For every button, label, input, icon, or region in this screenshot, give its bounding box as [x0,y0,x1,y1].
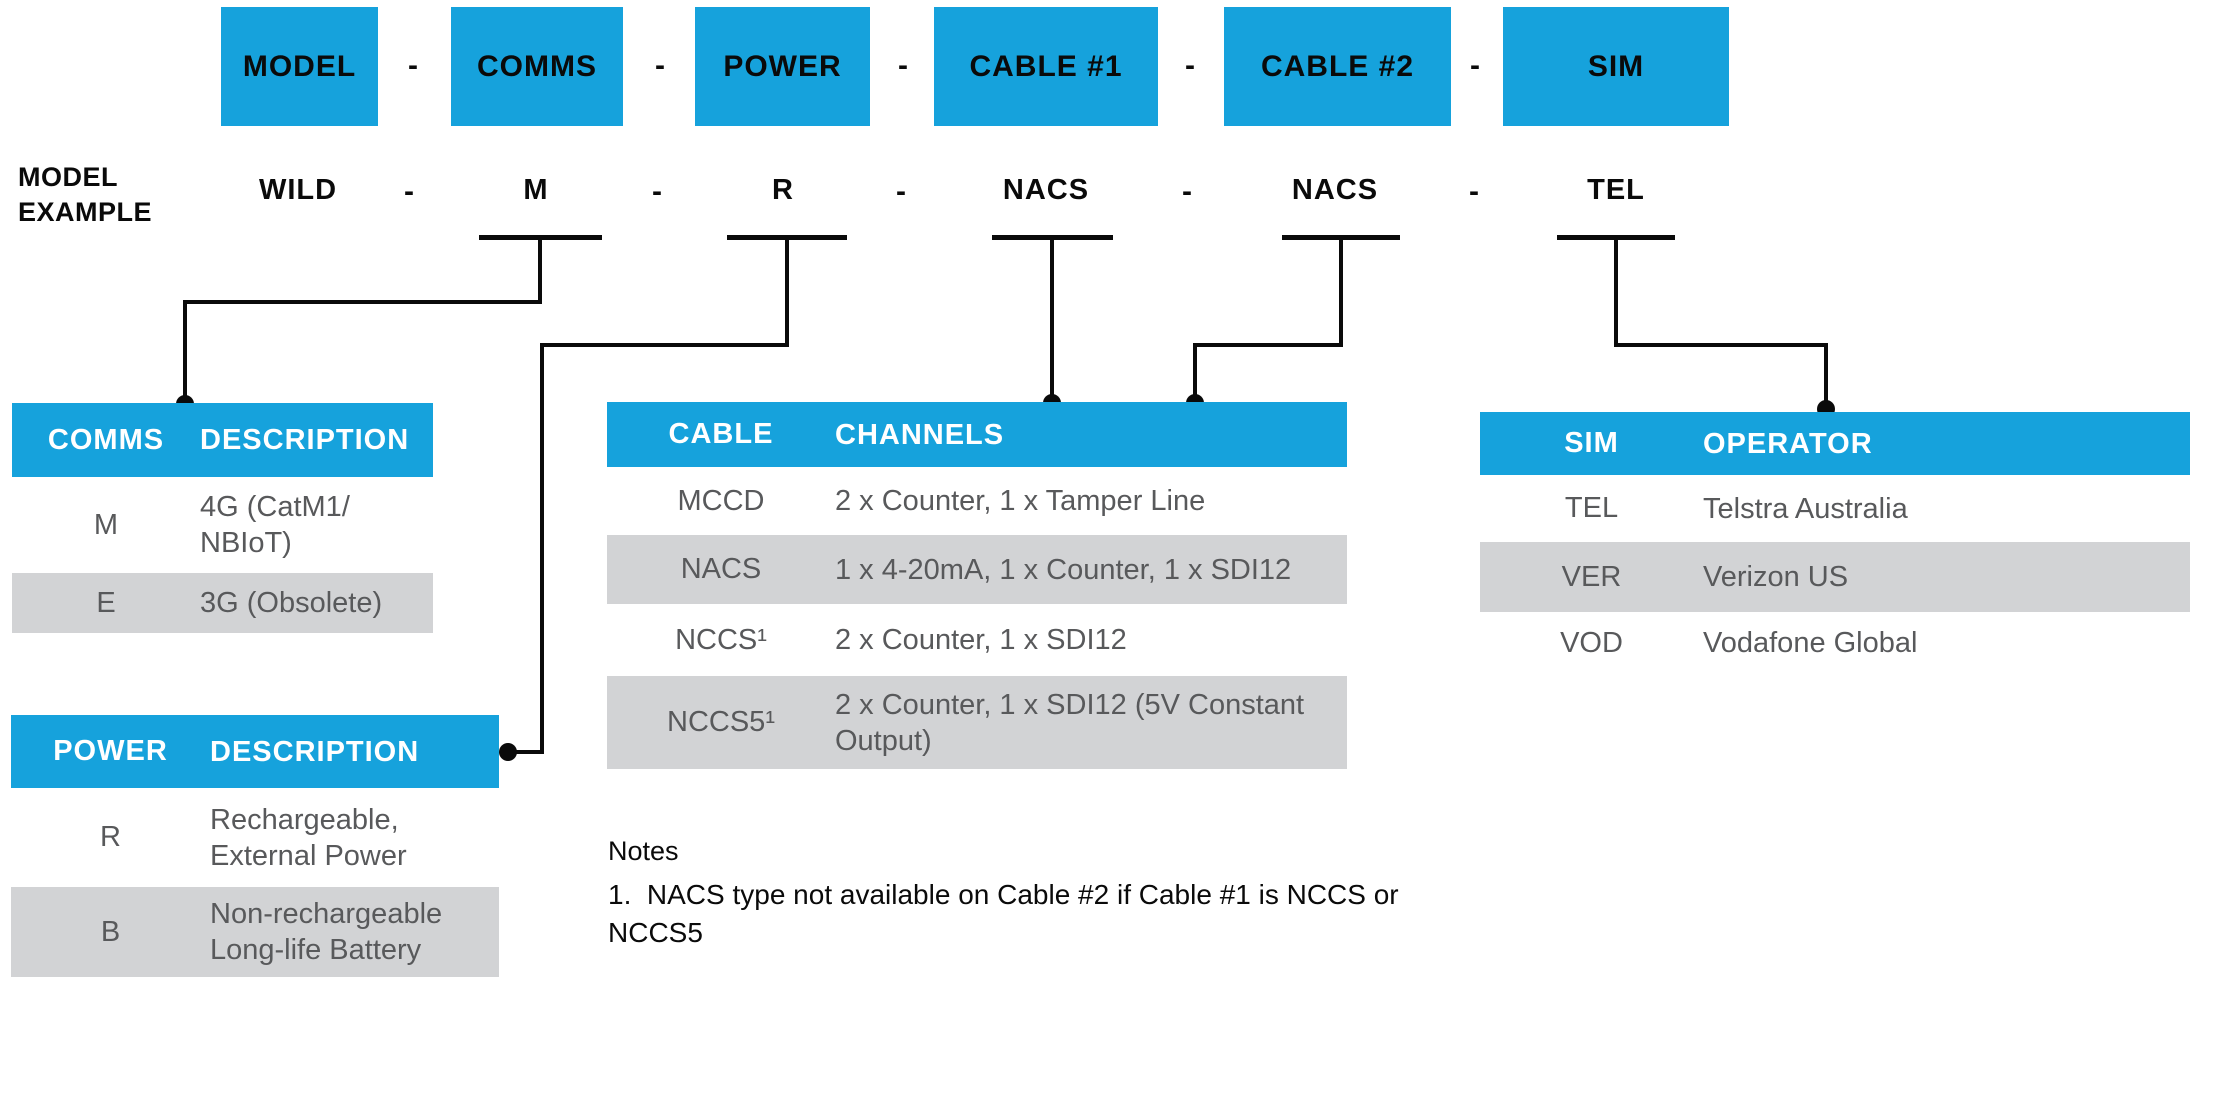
notes-item: 1. NACS type not available on Cable #2 i… [608,879,1399,948]
table-row: NACS 1 x 4-20mA, 1 x Counter, 1 x SDI12 [607,535,1347,604]
example-separator: - [896,175,906,208]
example-value-model: WILD [258,173,338,206]
title-separator: - [898,49,908,82]
title-box-sim: SIM [1503,7,1729,126]
cable-row-desc: 1 x 4-20mA, 1 x Counter, 1 x SDI12 [835,553,1292,586]
connector-power-line [785,237,789,347]
power-header-desc: DESCRIPTION [210,735,420,768]
example-value-comms: M [523,173,549,206]
table-row: B Non-rechargeable Long-life Battery [11,887,499,977]
cable-table: CABLE CHANNELS MCCD 2 x Counter, 1 x Tam… [607,402,1347,769]
cable-row-key: NCCS5¹ [667,706,775,738]
cable-row-desc: 2 x Counter, 1 x SDI12 [835,624,1127,656]
table-row: E 3G (Obsolete) [12,573,433,633]
table-row: MCCD 2 x Counter, 1 x Tamper Line [607,467,1347,535]
comms-row-desc: 4G (CatM1/ NBIoT) [200,491,350,559]
comms-table: COMMS DESCRIPTION M 4G (CatM1/ NBIoT) E … [12,403,433,633]
power-table-header: POWER DESCRIPTION [11,715,499,788]
cable-row-desc: 2 x Counter, 1 x SDI12 (5V Constant Outp… [835,688,1305,757]
power-row-key: R [100,821,121,853]
title-box-sim-label: SIM [1587,49,1645,83]
example-value-cable1: NACS [1002,173,1090,206]
power-header-key: POWER [53,735,168,767]
example-separator: - [652,175,662,208]
sim-row-key: VER [1561,560,1622,593]
connector-comms-line [183,300,542,304]
comms-table-header: COMMS DESCRIPTION [12,403,433,477]
model-example-label: MODEL EXAMPLE [18,162,153,227]
title-separator: - [655,49,665,82]
comms-row-key: M [93,508,119,541]
sim-header-key: SIM [1564,427,1619,459]
table-row: R Rechargeable, External Power [11,788,499,887]
cable-header-desc: CHANNELS [835,418,1005,451]
sim-row-desc: Telstra Australia [1703,492,1908,525]
title-box-power-label: POWER [723,49,842,83]
sim-row-key: VOD [1560,626,1623,659]
title-box-comms-label: COMMS [477,49,597,83]
table-row: VER Verizon US [1480,542,2190,612]
connector-cable2-line [1339,237,1343,347]
sim-row-desc: Vodafone Global [1703,627,1918,659]
cable-table-header: CABLE CHANNELS [607,402,1347,467]
connector-comms-line [183,300,187,404]
example-separator: - [404,175,414,208]
power-row-desc: Rechargeable, External Power [210,803,407,872]
sim-table: SIM OPERATOR TEL Telstra Australia VER V… [1480,412,2190,674]
table-row: VOD Vodafone Global [1480,612,2190,674]
cable-header-key: CABLE [668,418,774,450]
cable-row-desc: 2 x Counter, 1 x Tamper Line [835,485,1206,517]
title-separator: - [408,49,418,82]
comms-row-key: E [96,586,116,619]
example-separator: - [1469,175,1479,208]
table-row: NCCS5¹ 2 x Counter, 1 x SDI12 (5V Consta… [607,676,1347,769]
cable-row-key: NACS [680,553,762,585]
connector-sim-line [1824,343,1828,411]
table-row: TEL Telstra Australia [1480,475,2190,542]
sim-row-desc: Verizon US [1703,561,1849,593]
cable-row-key: NCCS¹ [675,623,767,656]
title-box-comms: COMMS [451,7,623,126]
sim-table-header: SIM OPERATOR [1480,412,2190,475]
title-separator: - [1470,49,1480,82]
connector-comms-line [538,237,542,304]
title-box-power: POWER [695,7,870,126]
example-value-cable2: NACS [1291,173,1379,206]
example-value-sim: TEL [1587,173,1645,206]
connector-cable2-line [1193,343,1343,347]
power-row-desc: Non-rechargeable Long-life Battery [210,898,443,966]
cable-row-key: MCCD [677,484,765,517]
title-box-cable2: CABLE #2 [1224,7,1451,126]
connector-cable2-line [1193,343,1197,405]
title-separator: - [1185,49,1195,82]
connector-power-dot [499,743,517,761]
connector-power-line [540,343,789,347]
connector-sim-line [1614,237,1618,347]
connector-power-line [508,750,544,754]
sim-row-key: TEL [1564,492,1619,524]
example-separator: - [1182,175,1192,208]
connector-sim-line [1614,343,1828,347]
example-value-power: R [772,173,794,206]
power-table: POWER DESCRIPTION R Rechargeable, Extern… [11,715,499,977]
notes-title: Notes [608,836,679,866]
table-row: M 4G (CatM1/ NBIoT) [12,477,433,573]
power-row-key: B [100,915,121,948]
sim-header-desc: OPERATOR [1703,427,1873,460]
table-row: NCCS¹ 2 x Counter, 1 x SDI12 [607,604,1347,676]
comms-header-key: COMMS [47,423,165,456]
title-box-cable1: CABLE #1 [934,7,1158,126]
connector-cable1-line [1050,237,1054,403]
title-box-model-label: MODEL [242,49,357,83]
comms-header-desc: DESCRIPTION [200,424,410,456]
connector-power-line [540,343,544,754]
title-box-model: MODEL [221,7,378,126]
comms-row-desc: 3G (Obsolete) [200,587,383,619]
title-box-cable2-label: CABLE #2 [1260,49,1415,83]
title-box-cable1-label: CABLE #1 [969,49,1123,83]
